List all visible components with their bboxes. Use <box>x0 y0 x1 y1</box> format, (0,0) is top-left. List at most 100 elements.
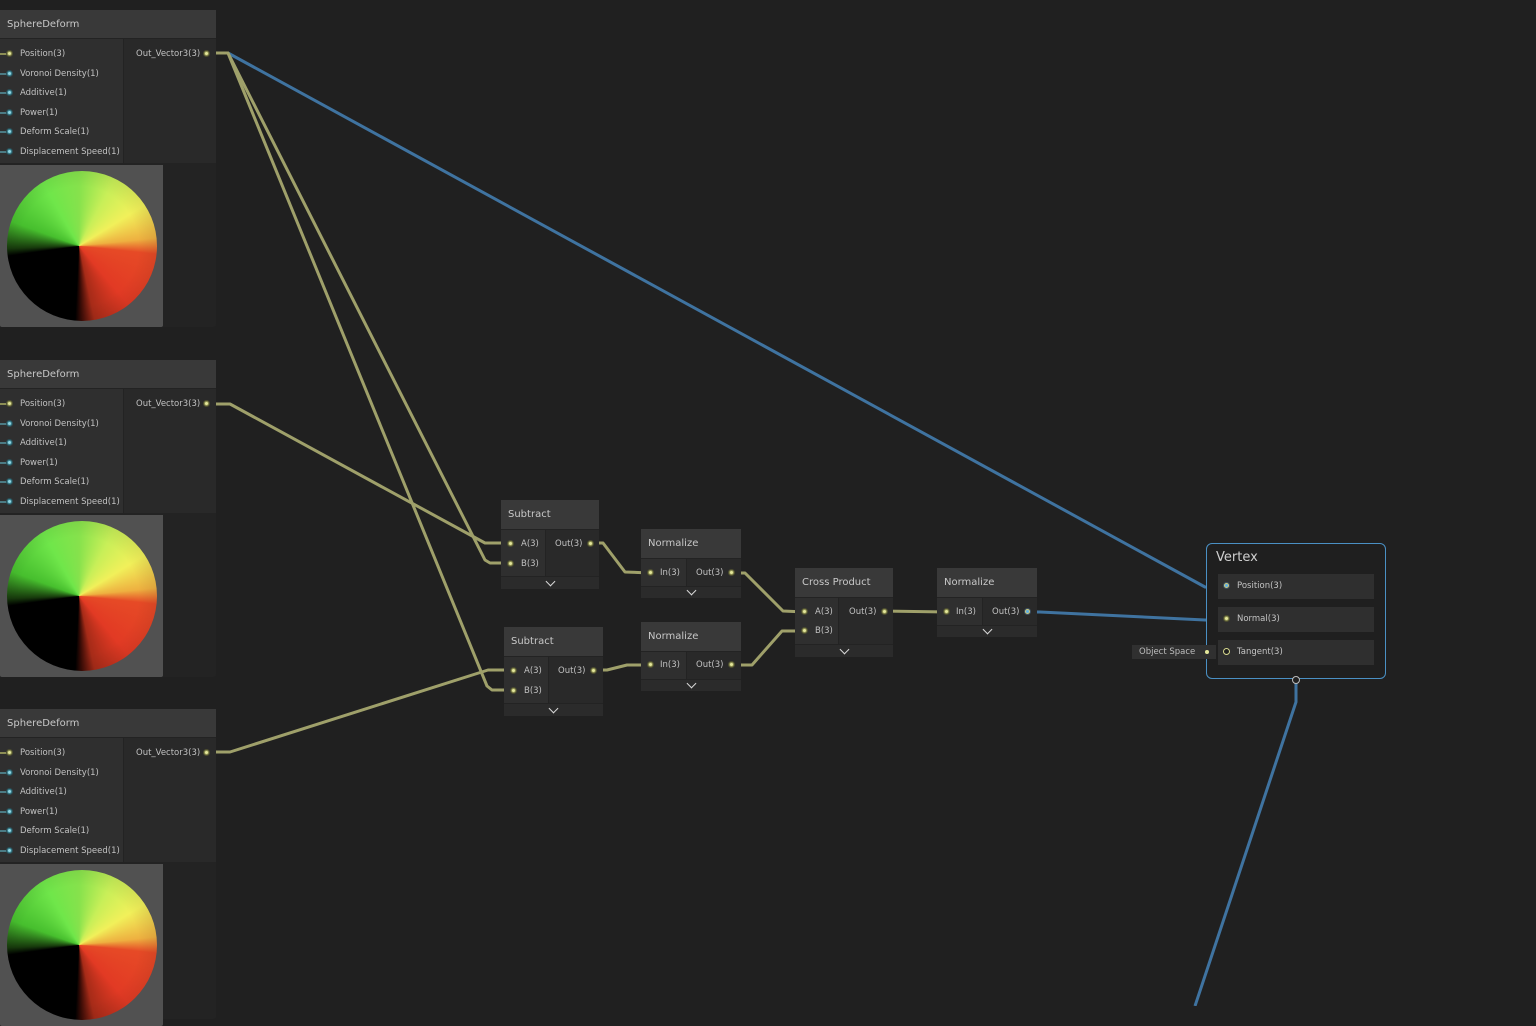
input-port-voronoi-density[interactable]: Voronoi Density(1) <box>0 418 123 430</box>
float-port-icon <box>7 460 12 465</box>
node-title[interactable]: Normalize <box>937 568 1037 597</box>
expand-button[interactable] <box>504 703 603 716</box>
output-port-out[interactable]: Out(3) <box>696 567 740 579</box>
vector3-port-icon <box>729 662 734 667</box>
output-port-out[interactable]: Out(3) <box>555 538 599 550</box>
float-port-icon <box>7 809 12 814</box>
vector3-port-icon <box>511 668 516 673</box>
float-port-icon <box>7 129 12 134</box>
input-port-in[interactable]: In(3) <box>641 659 686 671</box>
input-port-power[interactable]: Power(1) <box>0 107 123 119</box>
vector3-port-icon <box>729 570 734 575</box>
input-port-deform-scale[interactable]: Deform Scale(1) <box>0 476 123 488</box>
sphere-deform-node-2[interactable]: SphereDeform Position(3) Voronoi Density… <box>0 360 216 677</box>
chevron-down-icon <box>839 644 849 654</box>
vector3-port-icon <box>1224 616 1229 621</box>
input-port-in[interactable]: In(3) <box>641 567 686 579</box>
float-port-icon <box>7 440 12 445</box>
wire-normalize2-to-cross-b <box>731 629 805 667</box>
input-port-voronoi-density[interactable]: Voronoi Density(1) <box>0 68 123 80</box>
vector3-port-icon <box>648 570 653 575</box>
vector3-port-icon <box>1025 609 1030 614</box>
output-port-out[interactable]: Out(3) <box>558 665 602 677</box>
output-port-out-vector3[interactable]: Out_Vector3(3) <box>136 398 214 410</box>
float-port-icon <box>7 90 12 95</box>
output-port-out[interactable]: Out(3) <box>992 606 1036 618</box>
input-port-power[interactable]: Power(1) <box>0 457 123 469</box>
expand-button[interactable] <box>641 585 741 598</box>
input-port-displacement-speed[interactable]: Displacement Speed(1) <box>0 496 123 508</box>
expand-button[interactable] <box>641 678 741 691</box>
input-port-additive[interactable]: Additive(1) <box>0 87 123 99</box>
float-port-icon <box>7 499 12 504</box>
wire-sd3-to-subtract2-a <box>212 668 513 754</box>
vector3-port-icon <box>1223 648 1230 655</box>
node-title[interactable]: Normalize <box>641 529 741 558</box>
input-port-deform-scale[interactable]: Deform Scale(1) <box>0 126 123 138</box>
expand-button[interactable] <box>795 644 893 657</box>
input-port-additive[interactable]: Additive(1) <box>0 786 123 798</box>
vector3-port-icon <box>204 750 209 755</box>
input-port-b[interactable]: B(3) <box>795 625 838 637</box>
node-title[interactable]: SphereDeform <box>0 10 216 38</box>
normalize-node-3[interactable]: Normalize In(3) Out(3) <box>937 568 1037 637</box>
input-port-a[interactable]: A(3) <box>504 665 548 677</box>
input-port-deform-scale[interactable]: Deform Scale(1) <box>0 825 123 837</box>
input-port-position[interactable]: Position(3) <box>0 747 123 759</box>
sphere-deform-node-1[interactable]: SphereDeform Position(3) Voronoi Density… <box>0 10 216 327</box>
sphere-preview <box>0 515 163 677</box>
vector3-port-icon <box>7 51 12 56</box>
float-port-icon <box>7 149 12 154</box>
chevron-down-icon <box>686 678 696 689</box>
subtract-node-1[interactable]: Subtract A(3) B(3) Out(3) <box>501 500 599 589</box>
vector3-port-icon <box>508 561 513 566</box>
cross-product-node[interactable]: Cross Product A(3) B(3) Out(3) <box>795 568 893 657</box>
vector3-port-icon <box>7 750 12 755</box>
input-port-b[interactable]: B(3) <box>501 558 545 570</box>
vertex-context-block[interactable]: Vertex Position(3) Normal(3) Tangent(3) <box>1206 543 1386 679</box>
vertex-port-position[interactable]: Position(3) <box>1218 574 1374 599</box>
sphere-deform-node-3[interactable]: SphereDeform Position(3) Voronoi Density… <box>0 709 216 1026</box>
input-port-position[interactable]: Position(3) <box>0 398 123 410</box>
wire-sd1-to-vertex-position <box>212 51 1219 590</box>
float-port-icon <box>7 110 12 115</box>
float-port-icon <box>7 789 12 794</box>
output-port-out[interactable]: Out(3) <box>696 659 740 671</box>
vertex-flow-output-port[interactable] <box>1292 676 1300 684</box>
subtract-node-2[interactable]: Subtract A(3) B(3) Out(3) <box>504 627 603 716</box>
expand-button[interactable] <box>501 576 599 589</box>
vertex-port-normal[interactable]: Normal(3) <box>1218 607 1374 632</box>
vector3-port-icon <box>944 609 949 614</box>
normalize-node-2[interactable]: Normalize In(3) Out(3) <box>641 622 741 691</box>
float-port-icon <box>7 479 12 484</box>
wire-normalize3-to-vertex-normal <box>1027 610 1228 622</box>
node-title[interactable]: SphereDeform <box>0 360 216 388</box>
input-port-in[interactable]: In(3) <box>937 606 982 618</box>
output-port-out-vector3[interactable]: Out_Vector3(3) <box>136 48 214 60</box>
input-port-a[interactable]: A(3) <box>795 606 838 618</box>
float-port-icon <box>7 421 12 426</box>
input-port-additive[interactable]: Additive(1) <box>0 437 123 449</box>
tangent-space-default-field[interactable]: Object Space <box>1132 645 1216 659</box>
input-port-displacement-speed[interactable]: Displacement Speed(1) <box>0 146 123 158</box>
input-port-position[interactable]: Position(3) <box>0 48 123 60</box>
input-port-a[interactable]: A(3) <box>501 538 545 550</box>
output-port-out-vector3[interactable]: Out_Vector3(3) <box>136 747 214 759</box>
input-port-voronoi-density[interactable]: Voronoi Density(1) <box>0 767 123 779</box>
input-port-displacement-speed[interactable]: Displacement Speed(1) <box>0 845 123 857</box>
vertex-port-tangent[interactable]: Tangent(3) <box>1218 640 1374 665</box>
node-title[interactable]: Subtract <box>501 500 599 529</box>
node-title[interactable]: Subtract <box>504 627 603 656</box>
input-port-power[interactable]: Power(1) <box>0 806 123 818</box>
output-port-out[interactable]: Out(3) <box>849 606 893 618</box>
expand-button[interactable] <box>937 624 1037 637</box>
node-title[interactable]: Cross Product <box>795 568 893 597</box>
node-title[interactable]: SphereDeform <box>0 709 216 737</box>
input-port-b[interactable]: B(3) <box>504 685 548 697</box>
vector3-port-icon <box>204 401 209 406</box>
normalize-node-1[interactable]: Normalize In(3) Out(3) <box>641 529 741 598</box>
vector3-port-icon <box>204 51 209 56</box>
node-title[interactable]: Normalize <box>641 622 741 651</box>
